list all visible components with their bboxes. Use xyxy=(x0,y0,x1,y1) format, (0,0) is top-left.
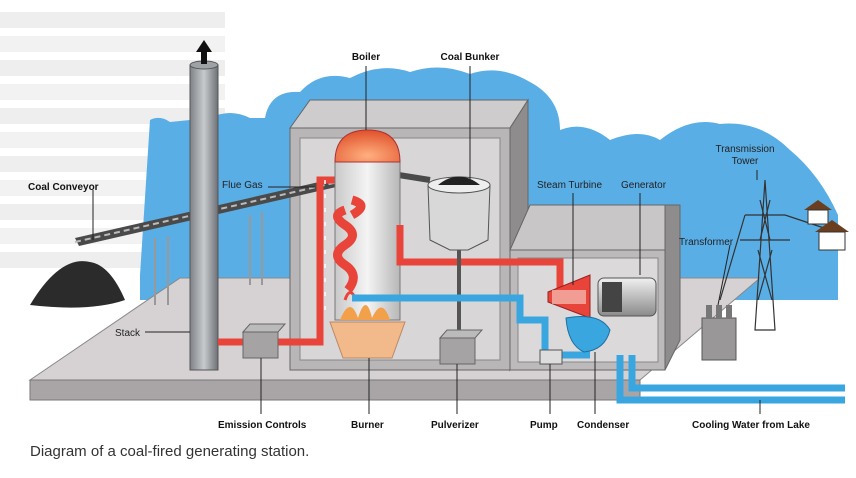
transformer-unit xyxy=(701,305,737,361)
generator-label: Generator xyxy=(621,180,667,191)
leader-lines xyxy=(92,66,761,414)
transmission-tower xyxy=(719,179,831,331)
condenser xyxy=(565,316,611,353)
coal-conveyor-label: Coal Conveyor xyxy=(28,182,99,193)
boiler-label: Boiler xyxy=(352,52,380,63)
main-building xyxy=(289,98,529,372)
transmission-tower-label-line2: Tower xyxy=(732,156,759,167)
houses xyxy=(804,200,849,251)
cooling-water-label: Cooling Water from Lake xyxy=(692,420,810,431)
burner-label: Burner xyxy=(351,420,384,431)
stack xyxy=(189,40,219,371)
pump xyxy=(539,349,563,365)
steam-turbine xyxy=(547,274,591,319)
stack-label: Stack xyxy=(115,328,141,339)
emission-controls-label: Emission Controls xyxy=(218,420,307,431)
coal-bunker-label: Coal Bunker xyxy=(441,52,500,63)
pulverizer-label: Pulverizer xyxy=(431,420,479,431)
coal-pile xyxy=(30,261,125,308)
caption: Diagram of a coal-fired generating stati… xyxy=(30,443,310,460)
pulverizer-unit xyxy=(438,329,484,365)
transmission-tower-label-line1: Transmission xyxy=(715,144,774,155)
pump-label: Pump xyxy=(530,420,558,431)
transformer-label: Transformer xyxy=(679,237,734,248)
water-pipe xyxy=(352,294,845,404)
generator xyxy=(597,277,657,317)
flue-gas-label: Flue Gas xyxy=(222,180,263,191)
condenser-label: Condenser xyxy=(577,420,629,431)
emission-controls-unit xyxy=(241,323,287,359)
boiler xyxy=(333,129,564,321)
steam-turbine-label: Steam Turbine xyxy=(537,180,602,191)
arrow-up-icon xyxy=(196,40,212,64)
